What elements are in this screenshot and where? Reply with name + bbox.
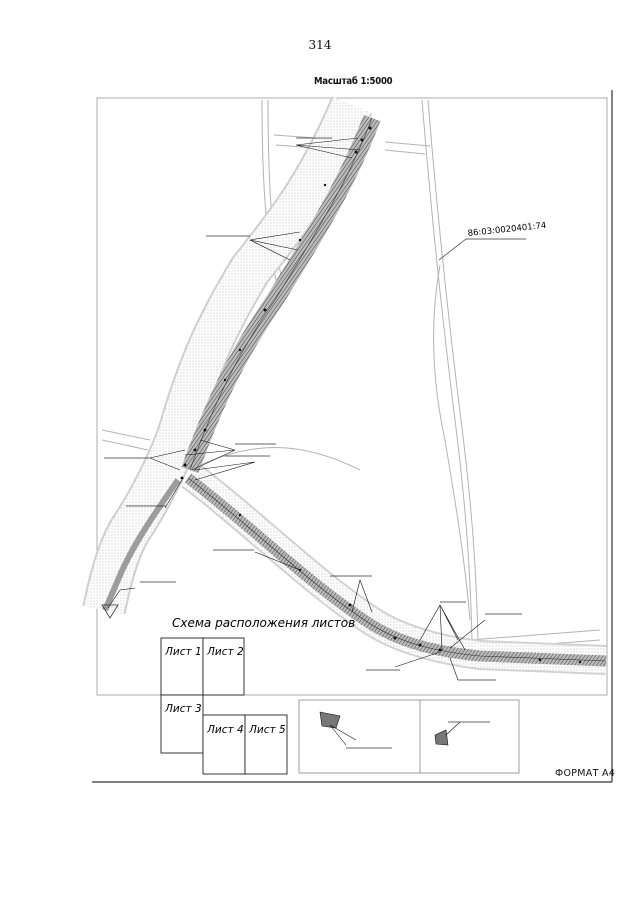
callout-labels <box>104 137 522 681</box>
sheet-layout-title: Схема расположения листов <box>172 616 355 630</box>
scale-title: Масштаб 1:5000 <box>314 76 393 87</box>
parcel-leader <box>438 238 467 261</box>
parcel-label: 86:03:0020401:74 <box>467 221 547 239</box>
sheet-3-label: Лист 3 <box>164 703 202 715</box>
survey-points <box>180 126 582 664</box>
format-label: ФОРМАТ А4 <box>555 768 616 779</box>
road-network <box>101 99 601 651</box>
map-frame <box>96 97 608 696</box>
callout-leaders <box>107 137 486 681</box>
sheet-1-label: Лист 1 <box>164 646 202 658</box>
inset-1-drawing <box>319 711 392 749</box>
inset-boxes <box>298 699 520 774</box>
sheet-5-label: Лист 5 <box>248 724 286 736</box>
sheet-2-label: Лист 2 <box>206 646 244 658</box>
inset-2-drawing <box>434 721 490 746</box>
corridor-west <box>102 478 181 612</box>
sheet-layout-grid <box>160 637 288 775</box>
page-number: 314 <box>308 38 332 52</box>
sheet-4-label: Лист 4 <box>206 724 244 736</box>
